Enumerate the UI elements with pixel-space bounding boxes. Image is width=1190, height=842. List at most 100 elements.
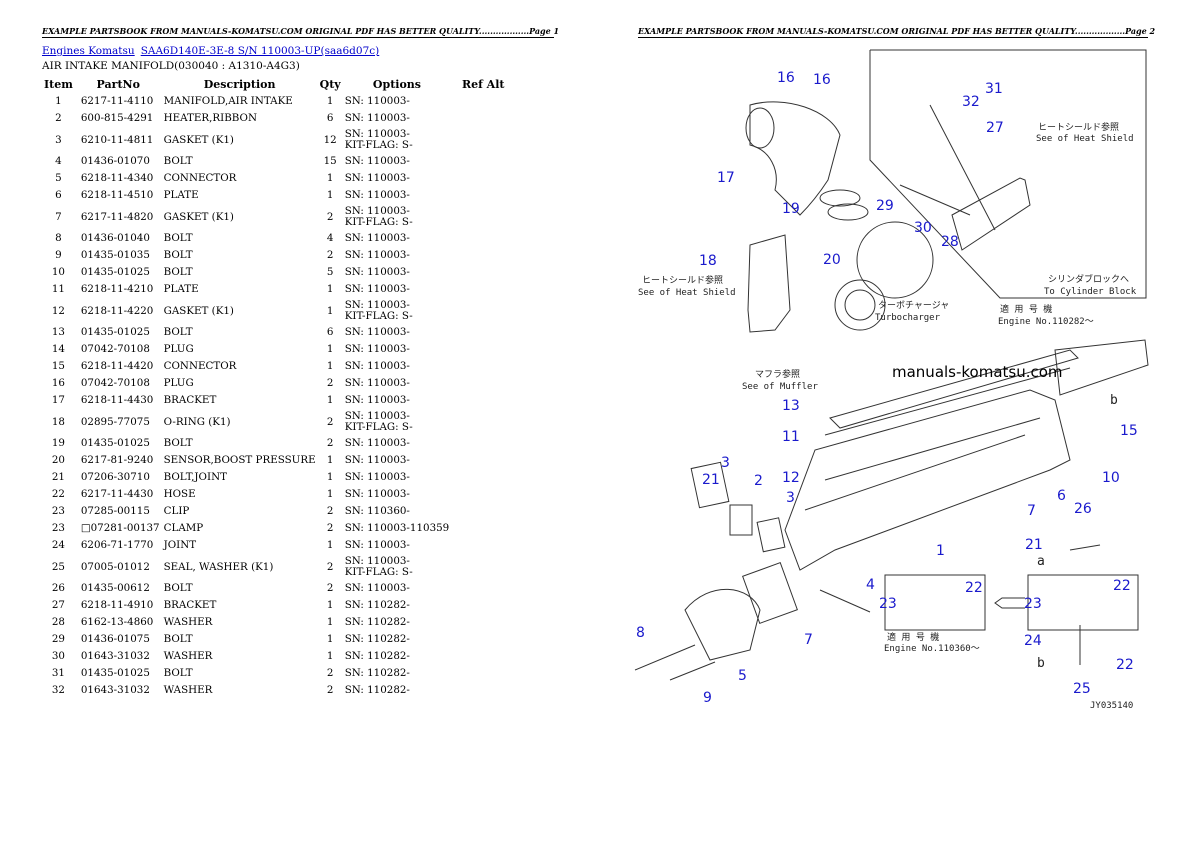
cell-item: 10 (51, 266, 65, 278)
callout-10: 10 (1102, 470, 1120, 486)
mark-a: a (1037, 554, 1045, 569)
cell-options: SN: 110003-KIT-FLAG: S- (343, 298, 452, 324)
cell-qty: 2 (326, 560, 334, 573)
cell-partno: 07042-70108 (80, 377, 150, 389)
cell-qty: 4 (326, 232, 334, 244)
cell-partno: 6217-11-4110 (80, 95, 154, 107)
cell-qty: 2 (326, 522, 334, 534)
callout-19: 20 (823, 252, 841, 268)
note-turbocharger: ターボチャージャ Turbocharger (875, 300, 949, 323)
cell-qty: 1 (326, 471, 334, 483)
cell-item: 4 (55, 155, 62, 167)
cell-item: 21 (51, 471, 65, 483)
breadcrumb: Engines Komatsu SAA6D140E-3E-8 S/N 110003… (42, 45, 379, 57)
bolt-29 (899, 184, 971, 216)
cell-description: CLIP (163, 505, 190, 517)
callout-4: 4 (866, 577, 875, 593)
cell-description: WASHER (163, 650, 213, 662)
callout-31: 31 (985, 81, 1003, 97)
option-line: SN: 110360- (344, 505, 410, 517)
col-header-ref-alt: Ref Alt (461, 78, 505, 91)
cell-qty: 1 (326, 539, 334, 551)
callout-18: 19 (782, 201, 800, 217)
watermark: manuals-komatsu.com (892, 363, 1063, 381)
gasket-7 (742, 562, 798, 624)
callout-22-right: 22 (1113, 578, 1131, 594)
cell-ref-alt (451, 375, 515, 392)
cell-ref-alt (451, 281, 515, 298)
cell-partno: 6218-11-4210 (80, 283, 154, 295)
cell-options: SN: 110003- (343, 324, 452, 341)
breadcrumb-link-model[interactable]: SAA6D140E-3E-8 S/N 110003-UP(saa6d07c) (140, 45, 380, 57)
cell-description: BOLT (163, 326, 193, 338)
oring-1 (819, 189, 861, 207)
cell-qty: 2 (326, 684, 334, 696)
cell-description: GASKET (K1) (163, 304, 234, 317)
cell-description: PLUG (163, 377, 194, 389)
plate-6 (1054, 339, 1149, 396)
cell-qty: 1 (326, 633, 334, 645)
cell-ref-alt (451, 537, 515, 554)
cell-item: 22 (51, 488, 65, 500)
cell-partno: 6162-13-4860 (80, 616, 154, 628)
cell-qty: 2 (326, 505, 334, 517)
cell-qty: 1 (326, 283, 334, 295)
cell-partno: 07005-01012 (80, 560, 150, 573)
cell-item: 23 (51, 522, 65, 534)
page-1-header: EXAMPLE PARTSBOOK FROM MANUALS-KOMATSU.C… (42, 26, 560, 38)
cell-qty: 2 (326, 437, 334, 449)
option-line: SN: 110003- (344, 360, 410, 372)
callout-11: 11 (782, 429, 800, 445)
cell-description: CONNECTOR (163, 360, 237, 372)
cell-ref-alt (451, 452, 515, 469)
cell-item: 20 (51, 454, 65, 466)
cell-ref-alt (451, 486, 515, 503)
cell-item: 2 (55, 112, 62, 124)
cell-description: BOLT (163, 232, 193, 244)
option-line: SN: 110282- (344, 633, 410, 645)
svg-text:See of Muffler: See of Muffler (742, 382, 818, 392)
connector-elbow (749, 101, 841, 216)
cell-options: SN: 110003- (343, 435, 452, 452)
cell-options: SN: 110282- (343, 597, 452, 614)
detail-frame (869, 49, 1147, 299)
cell-item: 15 (51, 360, 65, 372)
cell-options: SN: 110003-KIT-FLAG: S- (343, 409, 452, 435)
option-line: SN: 110003- (344, 437, 410, 449)
cell-item: 1 (55, 95, 62, 107)
cell-ref-alt (451, 597, 515, 614)
breadcrumb-link-engines[interactable]: Engines Komatsu (42, 45, 135, 57)
svg-text:Engine No.110282〜: Engine No.110282〜 (998, 317, 1094, 327)
callout-32: 32 (962, 94, 980, 110)
detail-arrow (994, 597, 1025, 609)
cell-partno: □07281-00137 (80, 522, 160, 534)
cell-item: 5 (55, 172, 62, 184)
cell-description: GASKET (K1) (163, 210, 234, 223)
cell-qty: 15 (323, 155, 337, 167)
callout-30: 30 (914, 220, 932, 236)
cell-ref-alt (451, 298, 515, 324)
cell-partno: 01436-01070 (80, 155, 150, 167)
callout-29: 29 (876, 198, 894, 214)
cell-options: SN: 110282- (343, 631, 452, 648)
cell-partno: 6206-71-1770 (80, 539, 154, 551)
heater-ribbon (729, 504, 753, 536)
note-cylinder-block: シリンダブロックへ To Cylinder Block (1044, 273, 1137, 297)
cell-qty: 2 (326, 377, 334, 389)
cell-ref-alt (451, 614, 515, 631)
cell-ref-alt (451, 580, 515, 597)
connector-5 (684, 588, 761, 661)
cell-description: HOSE (163, 488, 196, 500)
callout-3-left: 3 (721, 455, 730, 471)
cell-partno: 01435-00612 (80, 582, 150, 594)
svg-text:適 用 号 機: 適 用 号 機 (887, 631, 939, 643)
cell-partno: 01643-31032 (80, 684, 150, 696)
